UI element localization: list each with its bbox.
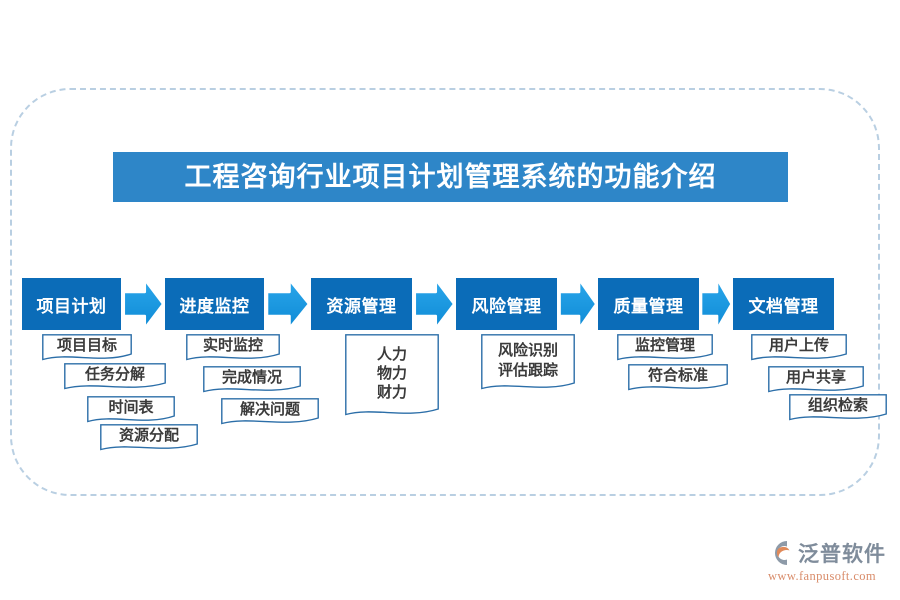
- note-shape: [617, 334, 713, 361]
- note-label: 风险识别评估跟踪: [481, 334, 575, 390]
- note-shape: [345, 334, 439, 416]
- note-shape: [100, 424, 198, 451]
- logo-row: 泛普软件: [766, 538, 894, 568]
- note-item-line: 物力: [376, 364, 407, 382]
- note-box-2-1[interactable]: 实时监控: [186, 334, 280, 361]
- note-shape: [628, 364, 728, 391]
- note-box-1-4[interactable]: 资源分配: [100, 424, 198, 451]
- note-box-4-1[interactable]: 风险识别评估跟踪: [481, 334, 575, 390]
- note-item-line: 组织检索: [807, 397, 868, 415]
- note-shape: [64, 363, 166, 390]
- stage-header-3[interactable]: 资源管理: [311, 278, 412, 330]
- flow-arrow-2-icon: [265, 274, 310, 334]
- note-item-line: 评估跟踪: [497, 361, 558, 379]
- stage-header-6[interactable]: 文档管理: [733, 278, 834, 330]
- process-flow-row: 项目计划 进度监控 资源管理 风险管理 质量管理 文档管理: [0, 278, 900, 334]
- note-box-2-2[interactable]: 完成情况: [203, 366, 301, 393]
- note-item-line: 时间表: [108, 399, 154, 417]
- note-box-1-3[interactable]: 时间表: [87, 396, 175, 423]
- note-label: 任务分解: [64, 363, 166, 390]
- fanpu-logo-icon: [766, 539, 796, 567]
- stage-header-4[interactable]: 风险管理: [456, 278, 557, 330]
- note-label: 用户共享: [768, 366, 864, 393]
- stage-header-label: 资源管理: [326, 296, 397, 316]
- note-box-1-2[interactable]: 任务分解: [64, 363, 166, 390]
- stage-header-5[interactable]: 质量管理: [598, 278, 699, 330]
- note-label: 项目目标: [42, 334, 132, 361]
- flow-arrow-1-icon: [122, 274, 164, 334]
- logo-url: www.fanpusoft.com: [768, 569, 877, 583]
- note-box-6-1[interactable]: 用户上传: [751, 334, 847, 361]
- note-label: 解决问题: [221, 398, 319, 425]
- note-item-line: 完成情况: [221, 369, 282, 387]
- note-shape: [751, 334, 847, 361]
- note-label: 完成情况: [203, 366, 301, 393]
- note-shape: [789, 394, 887, 421]
- note-label: 人力物力财力: [345, 334, 439, 416]
- note-item-line: 用户上传: [768, 337, 829, 355]
- page-title: 工程咨询行业项目计划管理系统的功能介绍: [184, 161, 717, 192]
- note-box-2-3[interactable]: 解决问题: [221, 398, 319, 425]
- note-item-line: 人力: [376, 345, 407, 363]
- note-box-3-1[interactable]: 人力物力财力: [345, 334, 439, 416]
- note-item-line: 解决问题: [239, 401, 300, 419]
- flow-arrow-4-icon: [558, 274, 597, 334]
- logo-name: 泛普软件: [798, 543, 886, 566]
- note-item-line: 任务分解: [84, 366, 145, 384]
- diagram-title-bar: 工程咨询行业项目计划管理系统的功能介绍: [113, 152, 788, 202]
- note-shape: [768, 366, 864, 393]
- brand-logo: 泛普软件 www.fanpusoft.com: [766, 538, 894, 588]
- note-item-line: 监控管理: [634, 337, 695, 355]
- note-box-6-2[interactable]: 用户共享: [768, 366, 864, 393]
- note-shape: [203, 366, 301, 393]
- note-label: 监控管理: [617, 334, 713, 361]
- note-shape: [87, 396, 175, 423]
- note-label: 资源分配: [100, 424, 198, 451]
- note-item-line: 用户共享: [785, 369, 846, 387]
- note-item-line: 财力: [376, 384, 407, 402]
- stage-header-2[interactable]: 进度监控: [165, 278, 264, 330]
- note-box-6-3[interactable]: 组织检索: [789, 394, 887, 421]
- flow-arrow-3-icon: [413, 274, 455, 334]
- note-label: 组织检索: [789, 394, 887, 421]
- stage-header-label: 进度监控: [179, 296, 250, 316]
- note-label: 符合标准: [628, 364, 728, 391]
- note-item-line: 项目目标: [56, 337, 117, 355]
- note-item-line: 风险识别: [497, 342, 558, 360]
- note-item-line: 实时监控: [202, 337, 263, 355]
- dashed-container-frame: [10, 88, 880, 496]
- note-shape: [186, 334, 280, 361]
- note-shape: [221, 398, 319, 425]
- stage-header-label: 风险管理: [471, 296, 542, 316]
- flow-arrow-5-icon: [700, 274, 732, 334]
- note-item-line: 符合标准: [647, 367, 708, 385]
- stage-header-1[interactable]: 项目计划: [22, 278, 121, 330]
- note-box-5-1[interactable]: 监控管理: [617, 334, 713, 361]
- stage-header-label: 质量管理: [613, 296, 684, 316]
- note-label: 时间表: [87, 396, 175, 423]
- stage-header-label: 项目计划: [36, 296, 107, 316]
- note-shape: [42, 334, 132, 361]
- note-shape: [481, 334, 575, 390]
- note-item-line: 资源分配: [118, 427, 179, 445]
- note-label: 实时监控: [186, 334, 280, 361]
- stage-header-label: 文档管理: [748, 296, 819, 316]
- note-box-5-2[interactable]: 符合标准: [628, 364, 728, 391]
- note-label: 用户上传: [751, 334, 847, 361]
- note-box-1-1[interactable]: 项目目标: [42, 334, 132, 361]
